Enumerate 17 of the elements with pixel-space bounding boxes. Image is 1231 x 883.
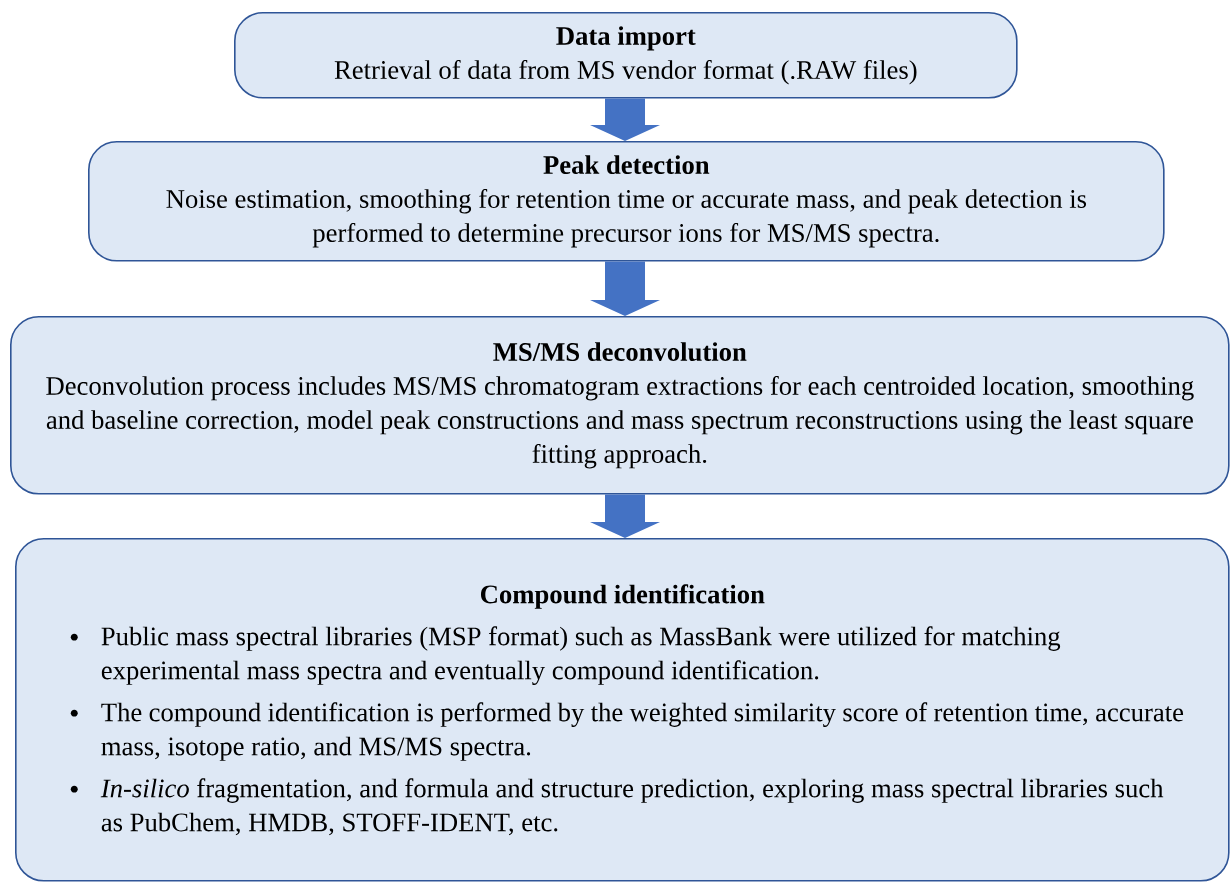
bullet-item: Public mass spectral libraries (MSP format) such as MassBank were utilized for matching experimental mass spectra and eventually compound identification. bbox=[70, 626, 1061, 685]
block-arrow bbox=[590, 261, 660, 316]
bullet-item: In-silico fragmentation, and formula and structure prediction, exploring mass spectral libraries such as PubChem, HMDB, STOFF-IDENT, etc. bbox=[70, 778, 1164, 836]
box-text: Deconvolution process includes MS/MS chromatogram extractions for each centroided location, smoothing and baseline correction, model peak constructions and mass spectrum reconstructions using the least square fitting approach. bbox=[46, 375, 1194, 469]
process-box bbox=[10, 316, 1230, 495]
box-heading: Peak detection bbox=[543, 155, 710, 174]
process-box bbox=[234, 12, 1018, 99]
block-arrow bbox=[590, 494, 660, 538]
box-heading: Data import bbox=[556, 26, 696, 51]
bullet-item: The compound identification is performed by the weighted similarity score of retention time, accurate mass, isotope ratio, and MS/MS spectra. bbox=[70, 702, 1184, 761]
box-text: Noise estimation, smoothing for retention time or accurate mass, and peak detection is performed to determine precursor ions for MS/MS spectra. bbox=[166, 188, 1087, 248]
process-box bbox=[15, 538, 1230, 882]
process-box bbox=[88, 141, 1165, 262]
box-text: Retrieval of data from MS vendor format (.RAW files) bbox=[334, 59, 917, 85]
block-arrow bbox=[590, 98, 660, 141]
box-heading: MS/MS deconvolution bbox=[493, 342, 747, 361]
box-heading: Compound identification bbox=[481, 584, 765, 609]
